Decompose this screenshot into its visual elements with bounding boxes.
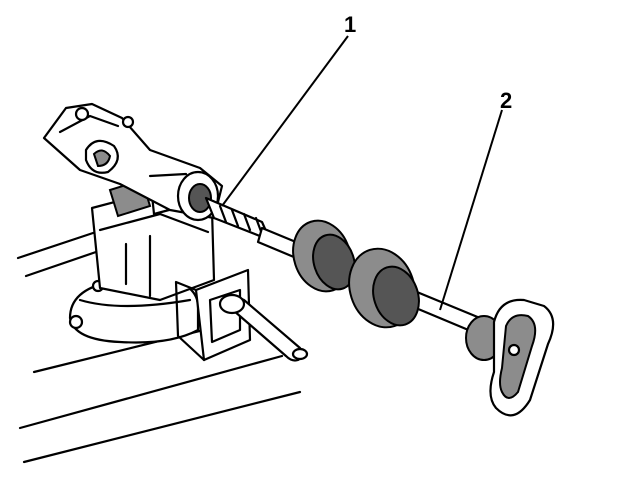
callout-2-label: 2 <box>500 88 512 113</box>
callout-1: 1 <box>221 12 356 207</box>
callout-2-leader <box>439 109 503 311</box>
callout-2: 2 <box>439 88 512 311</box>
housing-component <box>42 102 224 222</box>
bench-vise <box>68 164 309 362</box>
callout-1-leader <box>221 35 349 207</box>
callout-1-label: 1 <box>344 12 356 37</box>
slide-hammer <box>204 196 555 417</box>
workbench <box>16 230 302 464</box>
